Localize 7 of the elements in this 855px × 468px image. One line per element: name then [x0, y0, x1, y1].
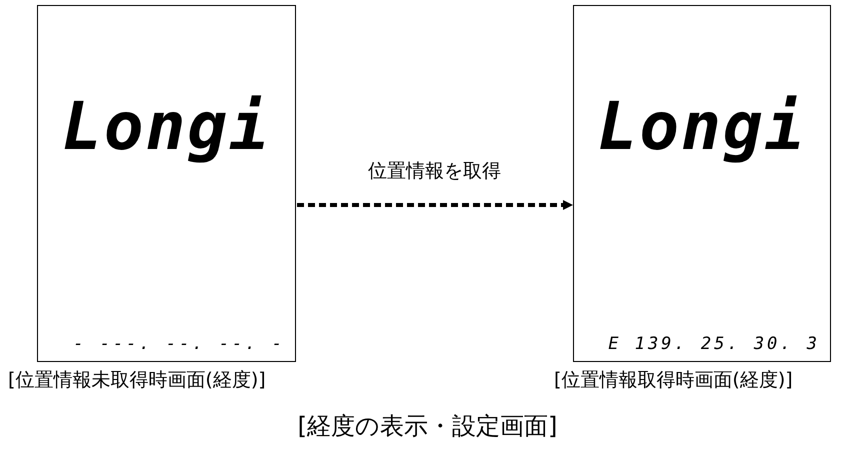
coordinate-readout: E 139. 25. 30. 3 — [608, 336, 820, 353]
arrow — [297, 200, 573, 210]
coordinate-readout: - ---. --. --. - — [73, 336, 285, 353]
edge-label: 位置情報を取得 — [368, 160, 501, 183]
screen-caption: [位置情報未取得時画面(経度)] — [8, 369, 266, 392]
caption: [経度の表示・設定画面] — [298, 412, 558, 441]
screen-caption: [位置情報取得時画面(経度)] — [554, 369, 793, 392]
